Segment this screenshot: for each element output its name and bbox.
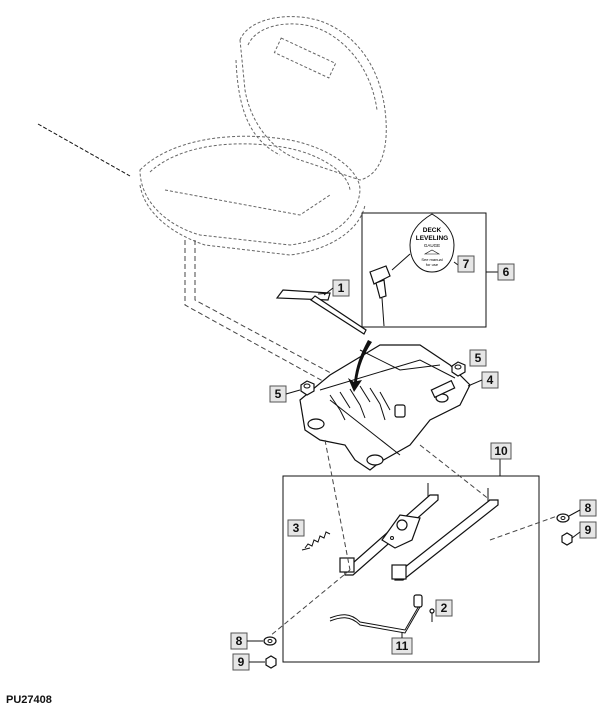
callout-4-label: 4 (487, 373, 494, 387)
callout-1: 1 (323, 279, 350, 297)
callout-8b-label: 8 (585, 501, 592, 515)
callout-6-label: 6 (503, 265, 510, 279)
callout-8a: 8 (230, 632, 263, 650)
seat-base-plate (299, 340, 471, 471)
callout-3: 3 (287, 519, 305, 537)
slide-rail-box (282, 459, 540, 663)
pin (429, 608, 435, 622)
callout-5a-label: 5 (275, 387, 282, 401)
callout-9b: 9 (571, 521, 597, 539)
spring (301, 531, 331, 551)
detail-box-6: DECK LEVELING GAUGE See manual for use (361, 212, 498, 328)
callout-6: 6 (497, 263, 515, 281)
decal-line2: LEVELING (416, 235, 449, 242)
callout-11-label: 11 (396, 639, 409, 653)
callout-7-label: 7 (463, 257, 470, 271)
seat-ghost (37, 16, 387, 386)
decal-line3: GAUGE (424, 243, 440, 248)
callout-5b-label: 5 (475, 351, 482, 365)
washer-8-right (556, 513, 570, 523)
callout-2-label: 2 (441, 601, 448, 615)
callout-5b: 5 (469, 349, 487, 367)
callout-10-label: 10 (494, 444, 508, 458)
callout-11: 11 (391, 632, 413, 655)
decal-line5: for use (426, 262, 439, 267)
callout-4: 4 (467, 371, 499, 389)
callout-8b: 8 (568, 499, 597, 517)
gauge-tool (369, 265, 391, 327)
t-handle-wrench (275, 289, 367, 335)
nut-5-left (300, 380, 315, 396)
callout-3-label: 3 (293, 521, 300, 535)
nut-9-right (561, 532, 573, 546)
washer-8-left (263, 636, 277, 646)
callout-9a-label: 9 (238, 655, 245, 669)
callout-8a-label: 8 (236, 634, 243, 648)
callout-1-label: 1 (338, 281, 345, 295)
decal-line4: See manual (421, 257, 442, 262)
callout-10: 10 (490, 442, 512, 460)
callout-5a: 5 (269, 385, 301, 403)
callout-9b-label: 9 (585, 523, 592, 537)
deck-leveling-decal: DECK LEVELING GAUGE See manual for use (409, 213, 455, 273)
decal-line1: DECK (423, 227, 442, 234)
nut-5-right (451, 361, 466, 377)
figure-id: PU27408 (6, 694, 52, 706)
nut-9-left (265, 655, 277, 669)
adjuster-rod (329, 594, 423, 634)
callout-9a: 9 (232, 653, 265, 671)
callout-7: 7 (457, 255, 475, 273)
callout-2: 2 (435, 599, 453, 617)
